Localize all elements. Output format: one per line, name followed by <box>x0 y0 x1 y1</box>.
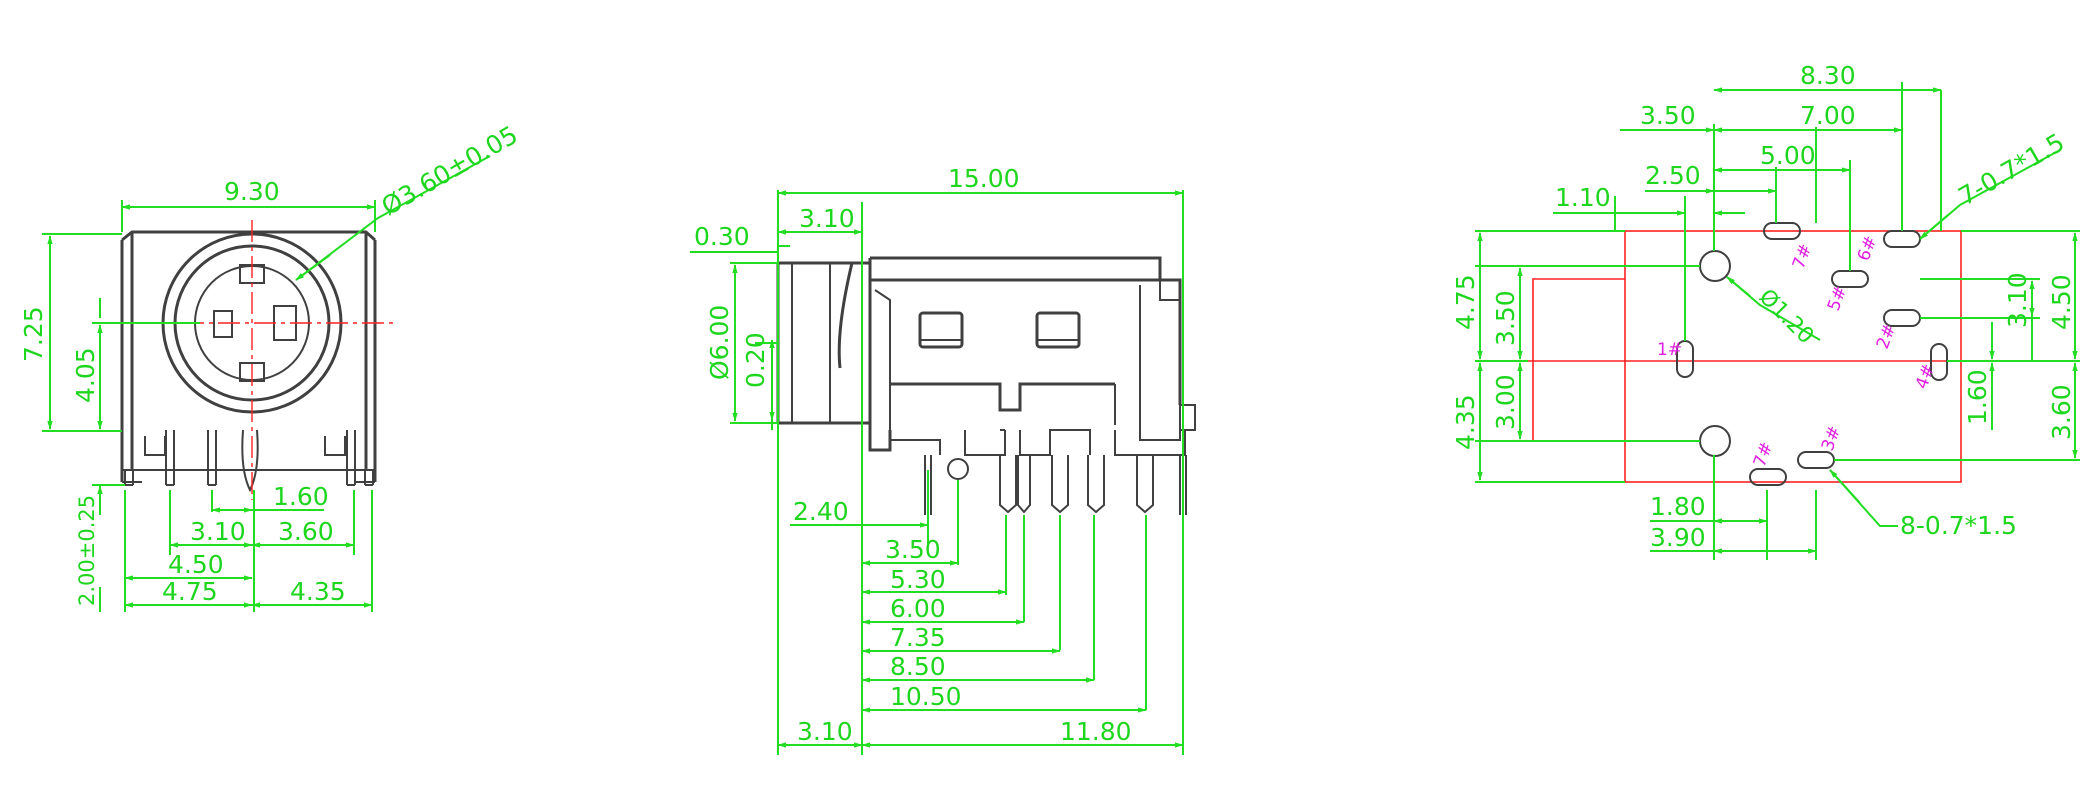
fp-dim-4-35: 4.35 <box>1451 394 1480 450</box>
fp-dim-8-30: 8.30 <box>1800 61 1856 90</box>
side-dim-15-00: 15.00 <box>948 164 1020 193</box>
side-dim-5-30: 5.30 <box>890 565 946 594</box>
pin-label-7-bottom: 7# <box>1750 439 1777 469</box>
side-dim-7-35: 7.35 <box>890 623 946 652</box>
pin-label-7-top: 7# <box>1789 241 1816 271</box>
side-dim-6-00: 6.00 <box>890 594 946 623</box>
side-dim-3-10-top: 3.10 <box>799 204 855 233</box>
side-dim-0-30: 0.30 <box>694 222 750 251</box>
fp-dim-3-60: 3.60 <box>2047 384 2076 440</box>
side-dim-10-50: 10.50 <box>890 682 962 711</box>
slot-7-top <box>1763 222 1801 240</box>
front-dim-hole-dia: Ø3.60±0.05 <box>377 120 523 221</box>
side-dim-0-20: 0.20 <box>741 332 770 388</box>
fp-dim-hole-dia: Ø1.20 <box>1754 285 1819 350</box>
front-dim-4-75: 4.75 <box>162 577 218 606</box>
fp-dim-3-10: 3.10 <box>2003 272 2032 328</box>
side-dim-3-50: 3.50 <box>885 535 941 564</box>
fp-note-bottom: 8-0.7*1.5 <box>1900 511 2017 540</box>
side-dim-8-50: 8.50 <box>890 652 946 681</box>
slot-7-bottom <box>1749 468 1787 486</box>
fp-dim-4-50: 4.50 <box>2047 274 2076 330</box>
front-dim-4-05: 4.05 <box>71 347 100 403</box>
front-dim-3-10: 3.10 <box>190 517 246 546</box>
pin-label-4: 4# <box>1912 361 1939 391</box>
fp-dim-1-10: 1.10 <box>1555 183 1611 212</box>
front-dim-7-25: 7.25 <box>19 306 48 362</box>
front-view: 9.30 Ø3.60±0.05 7.25 4.05 2.00±0.25 1.60… <box>19 120 523 612</box>
fp-dim-3-50-left: 3.50 <box>1491 290 1520 346</box>
fp-dim-2-50: 2.50 <box>1645 161 1701 190</box>
slot-6 <box>1883 230 1921 248</box>
side-dim-11-80: 11.80 <box>1060 717 1132 746</box>
front-dim-4-50: 4.50 <box>168 550 224 579</box>
front-dim-2-00: 2.00±0.25 <box>75 495 99 606</box>
side-dim-6-00: Ø6.00 <box>705 305 734 380</box>
pin-label-3: 3# <box>1818 423 1845 453</box>
fp-dim-3-50-top: 3.50 <box>1640 101 1696 130</box>
pin-label-6: 6# <box>1854 233 1881 263</box>
fp-dim-1-80: 1.80 <box>1650 492 1706 521</box>
slot-5 <box>1831 270 1869 288</box>
side-view: 15.00 3.10 0.30 Ø6.00 0.20 2.40 3.50 5.3… <box>690 164 1196 755</box>
fp-note-top: 7-0.7*1.5 <box>1954 128 2070 212</box>
fp-dim-3-00: 3.00 <box>1491 374 1520 430</box>
fp-dim-1-60: 1.60 <box>1963 369 1992 425</box>
fp-dim-7-00: 7.00 <box>1800 101 1856 130</box>
front-dim-3-60: 3.60 <box>278 517 334 546</box>
fp-dim-3-90: 3.90 <box>1650 523 1706 552</box>
fp-dim-5-00: 5.00 <box>1760 141 1816 170</box>
side-dim-2-40: 2.40 <box>793 497 849 526</box>
pin-label-1: 1# <box>1657 340 1682 360</box>
slot-3 <box>1797 451 1835 469</box>
side-dim-3-10-bottom: 3.10 <box>797 717 853 746</box>
front-dim-9-30: 9.30 <box>224 177 280 206</box>
front-dim-4-35: 4.35 <box>290 577 346 606</box>
slot-2 <box>1883 309 1921 327</box>
front-dim-1-60: 1.60 <box>273 482 329 511</box>
fp-dim-4-75: 4.75 <box>1451 274 1480 330</box>
footprint-view: 8.30 3.50 7.00 5.00 2.50 1.10 7-0.7*1.5 … <box>1451 61 2080 560</box>
